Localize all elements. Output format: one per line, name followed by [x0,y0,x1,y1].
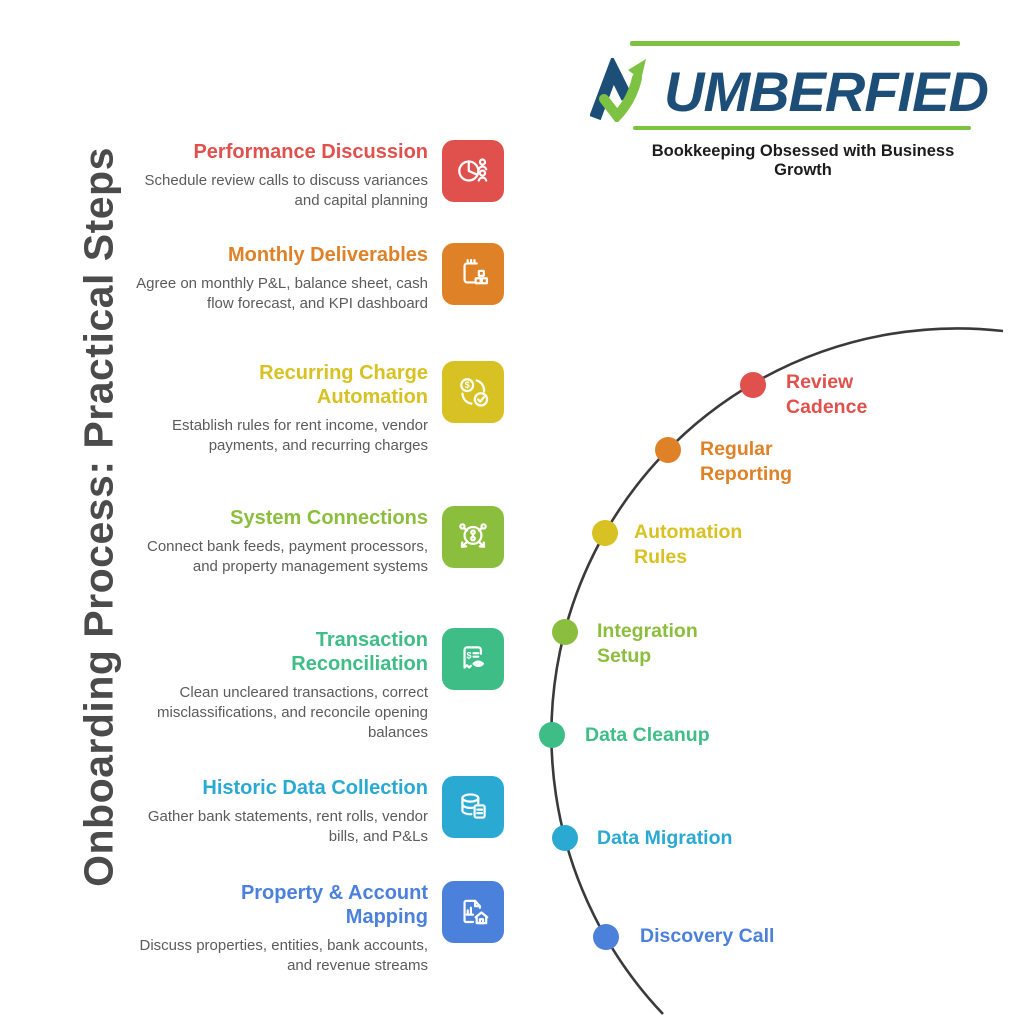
brand-n-arrow-icon [589,55,664,124]
step-heading: Recurring Charge Automation [259,362,428,408]
step-description: Gather bank statements, rent rolls, vend… [147,808,428,845]
milestone-dot-integration-setup [552,619,578,645]
milestone-label-automation-rules: Automation Rules [634,521,743,568]
step-description: Connect bank feeds, payment processors, … [147,538,428,575]
step-description: Discuss properties, entities, bank accou… [139,937,428,974]
step-recurring-charge-automation: Recurring Charge Automation Establish ru… [136,361,504,456]
page-title: Onboarding Process: Practical Steps [75,147,122,887]
milestone-label-data-migration: Data Migration [597,827,733,849]
dollar-refresh-check-icon: $ [442,361,504,423]
svg-text:$: $ [466,650,471,660]
milestone-label-integration-setup: Integration Setup [597,620,698,667]
timeline-arc-path [550,327,1004,1015]
step-heading: Monthly Deliverables [227,244,428,266]
milestone-dot-data-migration [552,825,578,851]
document-house-icon [442,881,504,943]
milestone-dot-data-cleanup [539,722,565,748]
brand-logo: UMBERFIED [589,55,989,124]
milestone-dot-regular-reporting [655,437,681,463]
step-description: Schedule review calls to discuss varianc… [144,172,428,209]
milestone-label-review-cadence: Review Cadence [786,371,868,418]
milestone-dot-review-cadence [740,372,766,398]
step-heading: Transaction Reconciliation [291,629,428,675]
milestone-dot-automation-rules [592,520,618,546]
step-heading: Historic Data Collection [202,777,428,799]
step-system-connections: System Connections Connect bank feeds, p… [136,506,504,577]
pie-chart-people-icon [442,140,504,202]
step-heading: Performance Discussion [193,141,428,163]
milestone-label-discovery-call: Discovery Call [640,925,775,947]
step-monthly-deliverables: Monthly Deliverables Agree on monthly P&… [136,243,504,314]
brand-rule-bottom [633,126,971,130]
step-description: Clean uncleared transactions, correct mi… [157,684,428,741]
step-historic-data-collection: Historic Data Collection Gather bank sta… [136,776,504,847]
receipt-eye-icon: $ [442,628,504,690]
brand-name: UMBERFIED [664,60,989,123]
brand-rule-top [630,41,960,46]
network-hub-icon [442,506,504,568]
database-document-icon [442,776,504,838]
step-property-account-mapping: Property & Account Mapping Discuss prope… [136,881,504,976]
milestone-dot-discovery-call [593,924,619,950]
step-transaction-reconciliation: Transaction Reconciliation Clean unclear… [136,628,504,743]
step-heading: System Connections [230,507,428,529]
notepad-blocks-icon [442,243,504,305]
brand-tagline: Bookkeeping Obsessed with Business Growt… [651,142,955,179]
svg-text:$: $ [465,380,470,390]
milestone-label-data-cleanup: Data Cleanup [585,724,710,746]
step-heading: Property & Account Mapping [240,882,428,928]
step-description: Establish rules for rent income, vendor … [172,417,428,454]
step-description: Agree on monthly P&L, balance sheet, cas… [136,275,428,312]
step-performance-discussion: Performance Discussion Schedule review c… [136,140,504,211]
milestone-label-regular-reporting: Regular Reporting [700,438,793,485]
